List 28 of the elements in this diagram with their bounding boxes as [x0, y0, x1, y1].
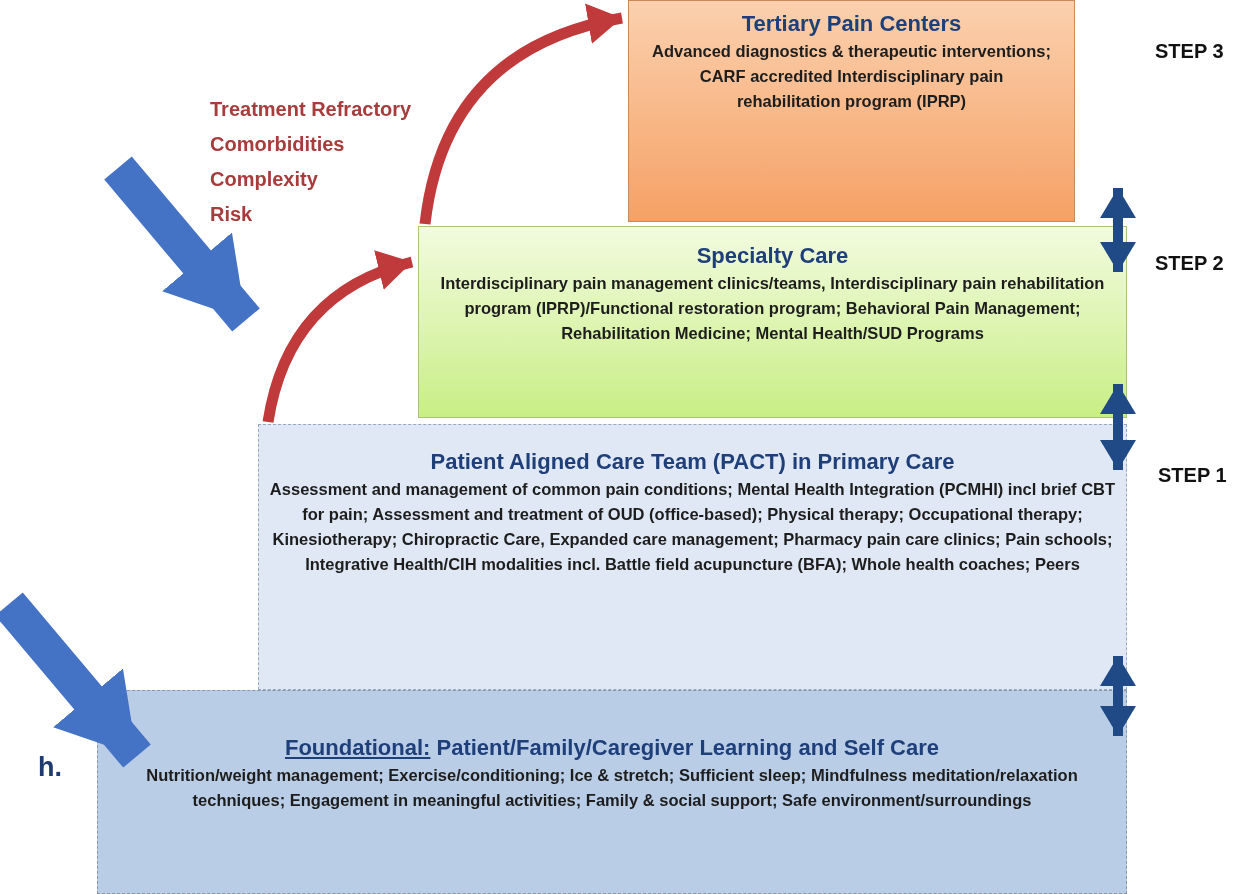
curved-arrow — [0, 592, 151, 768]
tier-heading: Patient/Family/Caregiver Learning and Self Care — [436, 735, 939, 760]
tier-description: Advanced diagnostics & therapeutic interventions; CARF accredited Interdisciplinary pain rehabilitation program (IPRP) — [651, 41, 1052, 112]
double-arrow — [1100, 656, 1136, 736]
tier-heading: Patient Aligned Care Team (PACT) in Primary Care — [429, 449, 956, 475]
tier-heading: Specialty Care — [695, 243, 850, 269]
curved-arrow — [104, 156, 260, 332]
factor-label: Treatment Refractory — [210, 98, 412, 121]
double-arrow — [1100, 384, 1136, 470]
tier-box — [628, 0, 1075, 222]
tier-box — [258, 424, 1127, 690]
tier-description: Assessment and management of common pain conditions; Mental Health Integration (PCMHI) incl brief CBT for pain; Assessment and treatment of OUD (office-based); Physical therapy; Occupational therapy; Kinesiotherapy; Chiropractic Care, Expanded care management; Pharmacy pain care clinics; Pain schools; Integrative Health/CIH modalities incl. Battle field acupuncture (BFA); Whole health coaches; Peers — [268, 479, 1117, 575]
tier-box — [418, 226, 1127, 418]
step-label: STEP 2 — [1155, 252, 1224, 275]
curved-arrow — [262, 251, 414, 424]
factor-label: Risk — [210, 203, 253, 226]
factor-label: Complexity — [210, 168, 318, 191]
tier-description: Nutrition/weight management; Exercise/conditioning; Ice & stretch; Sufficient sleep; Mindfulness meditation/relaxation techniques; Engagement in meaningful activities; Family & social support; Safe environment/surroundings — [145, 765, 1079, 811]
text-fragment: h. — [38, 752, 62, 783]
curved-arrow — [419, 5, 624, 225]
factor-label: Comorbidities — [210, 133, 345, 156]
step-label: STEP 3 — [1155, 40, 1224, 63]
double-arrow — [1100, 188, 1136, 272]
step-label: STEP 1 — [1158, 464, 1227, 487]
tier-heading-term: Foundational: — [284, 735, 431, 760]
tier-description: Interdisciplinary pain management clinics/teams, Interdisciplinary pain rehabilitation program (IPRP)/Functional restoration program; Behavioral Pain Management; Rehabilitation Medicine; Mental Health/SUD Programs — [439, 273, 1106, 344]
tier-heading: Tertiary Pain Centers — [740, 11, 963, 37]
tier-box — [97, 690, 1127, 894]
